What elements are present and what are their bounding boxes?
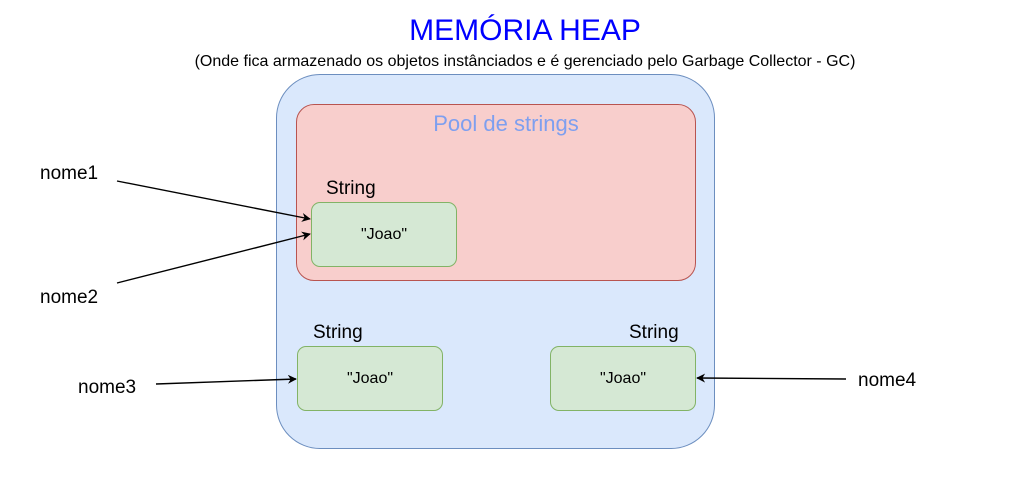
arrow-nome2	[116, 231, 311, 284]
reference-label-nome1: nome1	[40, 163, 99, 184]
reference-label-nome3: nome3	[78, 377, 137, 398]
diagram-subtitle: (Onde fica armazenado os objetos instânc…	[194, 53, 856, 70]
string-object-pool: "Joao"	[311, 202, 457, 267]
reference-label-nome2: nome2	[40, 287, 99, 308]
arrow-nome1	[116, 180, 311, 222]
arrow-nome3	[155, 374, 297, 385]
string-pool-label: Pool de strings	[433, 111, 579, 136]
diagram-title: MEMÓRIA HEAP	[409, 14, 641, 47]
string-type-label-heap-left: String	[313, 322, 363, 343]
string-type-label-pool: String	[326, 178, 376, 199]
string-value: "Joao"	[360, 225, 408, 243]
string-object-heap-left: "Joao"	[297, 346, 443, 411]
reference-label-nome4: nome4	[858, 370, 917, 391]
string-type-label-heap-right: String	[629, 322, 679, 343]
string-value: "Joao"	[599, 369, 647, 387]
string-value: "Joao"	[346, 369, 394, 387]
string-object-heap-right: "Joao"	[550, 346, 696, 411]
arrow-nome4	[696, 373, 847, 383]
